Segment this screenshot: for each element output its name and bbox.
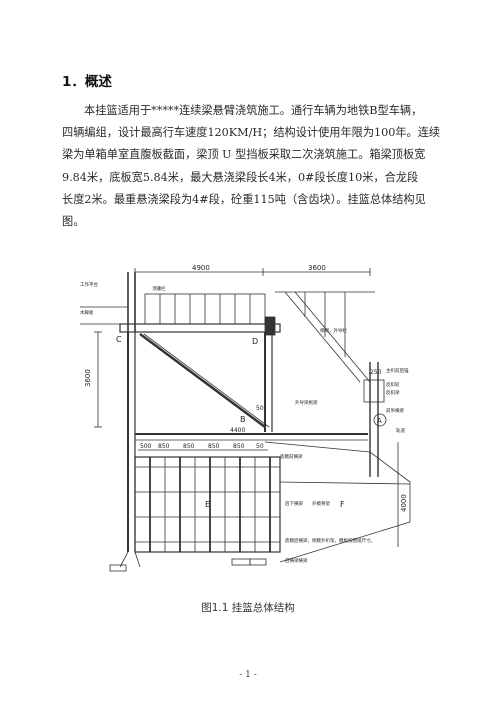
label-top-anchor: 主桁前后锚 (386, 367, 409, 374)
marker-e: E (205, 500, 210, 509)
paragraph-line: 梁为单箱单室直腹板截面，梁顶 U 型挡板采取二次浇筑施工。箱梁顶板宽 (62, 148, 426, 162)
paragraph-line: 图。 (62, 215, 85, 229)
section-paragraph: 本挂篮适用于*****连续梁悬臂浇筑施工。通行车辆为地铁B型车辆， 四辆编组，设… (62, 100, 441, 233)
marker-f: F (340, 500, 345, 509)
label-stair-guard: 梯梯，外导栏 (320, 327, 347, 334)
dim-right-small: 250 (370, 369, 382, 376)
paragraph-line: 四辆编组，设计最高行车速度120KM/H；结构设计使用年限为100年。连续 (62, 126, 441, 140)
page-number: - 1 - (239, 670, 257, 680)
dim-small-50: 50 (256, 405, 264, 412)
label-guardrail: 顶護栏 (152, 285, 166, 292)
label-wood-board: 木脚板 (80, 309, 94, 316)
label-mid: 后下横梁 (285, 500, 303, 507)
hanging-basket-drawing: 4900 3600 3600 4400 4000 250 50 500 850 … (80, 264, 411, 572)
paragraph-line: 本挂篮适用于*****连续梁悬臂浇筑施工。通行车辆为地铁B型车辆， (84, 104, 423, 117)
marker-c: C (116, 335, 122, 344)
marker-a-circle (373, 413, 387, 427)
dim-bottom-2: 850 (183, 443, 195, 450)
label-work-platform: 工作平台 (80, 281, 98, 288)
label-rail: 轨道 (396, 427, 405, 434)
dim-bottom-4: 850 (233, 443, 245, 450)
main-girder (119, 323, 281, 333)
dim-top-left: 4900 (192, 264, 210, 272)
label-reaction-wheel: 反扣轮 (386, 381, 400, 388)
section-heading: 1．概述 (62, 74, 112, 90)
label-bottom-note: 底模后横梁，侧模外桁架，模板按图纸尺寸。 (285, 537, 375, 544)
label-outer-guide: 外导梁拖梁 (295, 399, 318, 406)
dim-bottom-3: 850 (208, 443, 220, 450)
marker-d: D (252, 337, 258, 346)
marker-a: A (377, 417, 382, 425)
label-hanger: 前吊横梁 (386, 407, 404, 414)
dim-bottom-5: 50 (256, 443, 264, 450)
dim-right-vertical: 4000 (400, 494, 408, 512)
structure-figure: 4900 3600 3600 4400 4000 250 50 500 850 … (80, 262, 420, 582)
bottom-formwork-grid (134, 456, 281, 553)
paragraph-line: 长度2米。最重悬浇梁段为4#段，砼重115吨（含齿块）。挂篮总体结构见 (62, 192, 426, 206)
label-bottom-right: 后横梁横梁 (285, 557, 308, 564)
dim-left-vertical: 3600 (84, 369, 92, 387)
dim-bottom-0: 500 (140, 443, 152, 450)
label-reaction-beam: 反扣梁 (386, 389, 400, 396)
dim-top-right: 3600 (308, 264, 326, 272)
marker-b: B (240, 415, 246, 424)
label-bottom-frame: 外模骨架 (312, 500, 330, 507)
dim-bottom-1: 850 (158, 443, 170, 450)
figure-caption: 图1.1 挂篮总体结构 (201, 602, 295, 614)
dim-middle: 4400 (230, 427, 245, 434)
label-anchor-beam: 底模前横梁 (280, 453, 303, 460)
paragraph-line: 9.84米，底板宽5.84米，最大悬浇梁段长4米，0#段长度10米，合龙段 (62, 170, 419, 184)
